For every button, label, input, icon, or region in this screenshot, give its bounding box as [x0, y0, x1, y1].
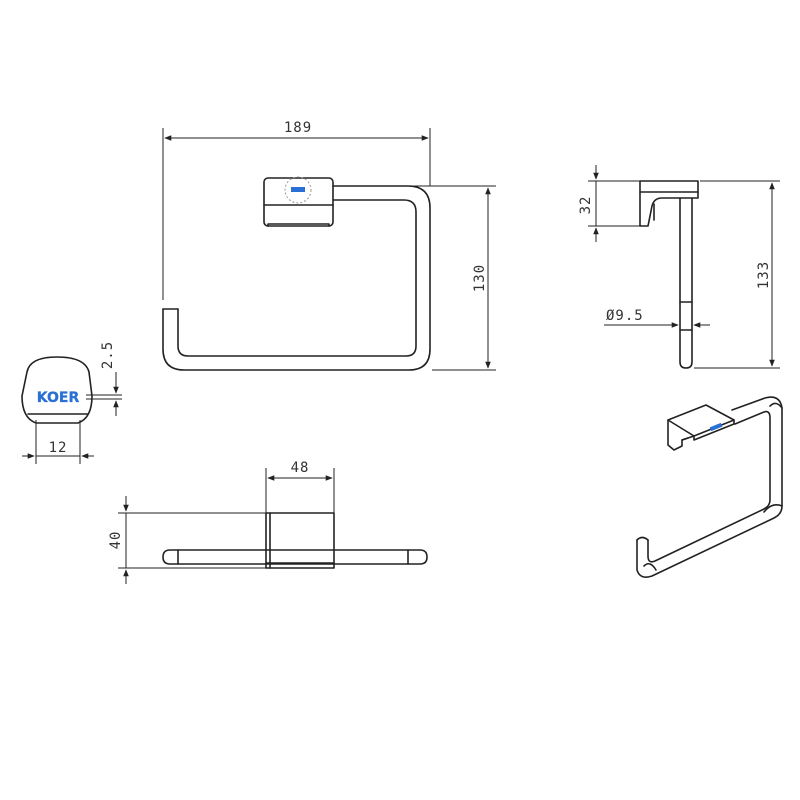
isometric-view: [636, 396, 783, 578]
dim-label-130: 130: [472, 264, 488, 292]
mount-block: [263, 177, 334, 227]
iso-mount-block: [667, 404, 735, 437]
iso-ring-outer: [636, 396, 783, 578]
top-rod: [162, 549, 428, 565]
dim-label-40: 40: [108, 531, 124, 550]
dim-label-133: 133: [756, 261, 772, 289]
dim-label-2-5: 2.5: [100, 341, 116, 369]
top-view: 48 40: [108, 460, 428, 584]
logo-text: KOER: [37, 390, 80, 406]
dim-label-32: 32: [578, 196, 594, 215]
logo-mark-small: [291, 187, 305, 192]
top-mount-block: [265, 512, 335, 569]
iso-logo-mark: [709, 422, 723, 432]
dim-label-48: 48: [291, 460, 310, 476]
side-view: 32 133 Ø9.5: [578, 165, 780, 369]
side-rod: [679, 197, 693, 369]
dim-label-12: 12: [49, 440, 68, 456]
dim-label-diameter: Ø9.5: [606, 308, 644, 324]
dim-label-189: 189: [284, 120, 312, 136]
logo-detail-circle: [284, 176, 312, 204]
iso-ring-inner: [647, 410, 771, 563]
side-mount-block: [639, 180, 699, 227]
ring-outer-outline: [162, 185, 431, 371]
front-view: 189 130: [162, 120, 496, 371]
ring-inner-outline: [177, 199, 417, 357]
logo-detail-outline: [21, 356, 93, 424]
logo-detail-view: KOER 2.5 12: [21, 341, 122, 464]
